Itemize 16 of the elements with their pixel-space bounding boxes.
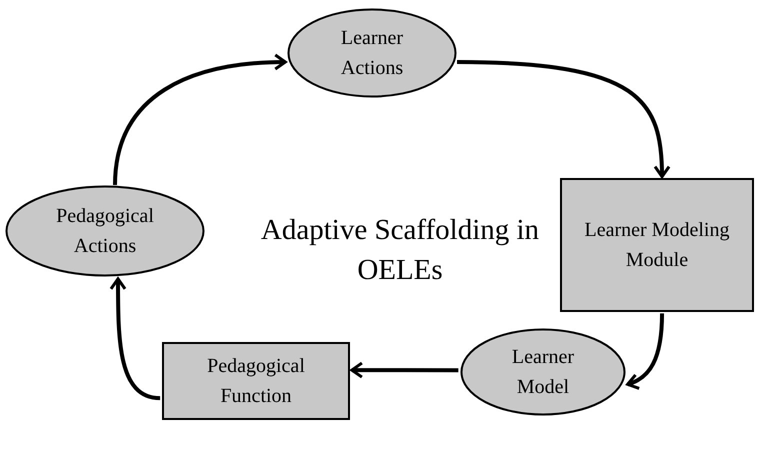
process-box	[162, 342, 350, 420]
arrow	[456, 60, 670, 178]
node-label: Learner Actions	[340, 26, 404, 81]
diagram-title: Adaptive Scaffolding in OELEs	[260, 213, 540, 288]
arrow	[110, 277, 160, 400]
node-label: Learner Modeling Module	[584, 218, 730, 273]
node-label: Pedagogical Function	[206, 354, 306, 409]
process-box	[560, 178, 754, 312]
ellipse-node	[287, 8, 457, 98]
arrow	[350, 362, 458, 379]
arrow	[113, 54, 287, 186]
node-label: Learner Model	[510, 345, 576, 400]
ellipse-node	[5, 185, 205, 277]
arrow	[626, 313, 664, 390]
node-label: Pedagogical Actions	[55, 204, 155, 259]
ellipse-node	[460, 328, 626, 416]
